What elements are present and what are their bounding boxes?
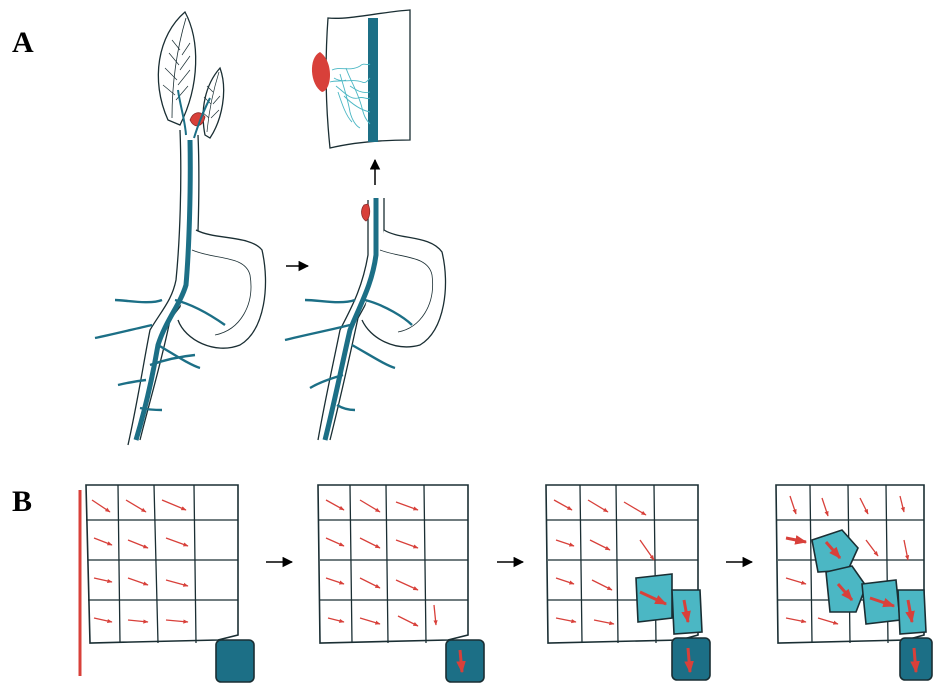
leaf-right (203, 68, 224, 138)
zoom-inset (312, 10, 410, 148)
seedling-diagram-cut (285, 198, 446, 440)
tissue-stage-1 (80, 485, 254, 682)
vascular-strand (136, 140, 190, 440)
vascular-cell (446, 640, 484, 682)
vascular-cell (216, 640, 254, 682)
seedling-diagram-full (95, 12, 266, 445)
canal-cell (898, 590, 926, 634)
leaf-left (158, 12, 195, 125)
vascular-cell (672, 638, 710, 680)
wound-auxin-spot (362, 204, 370, 221)
